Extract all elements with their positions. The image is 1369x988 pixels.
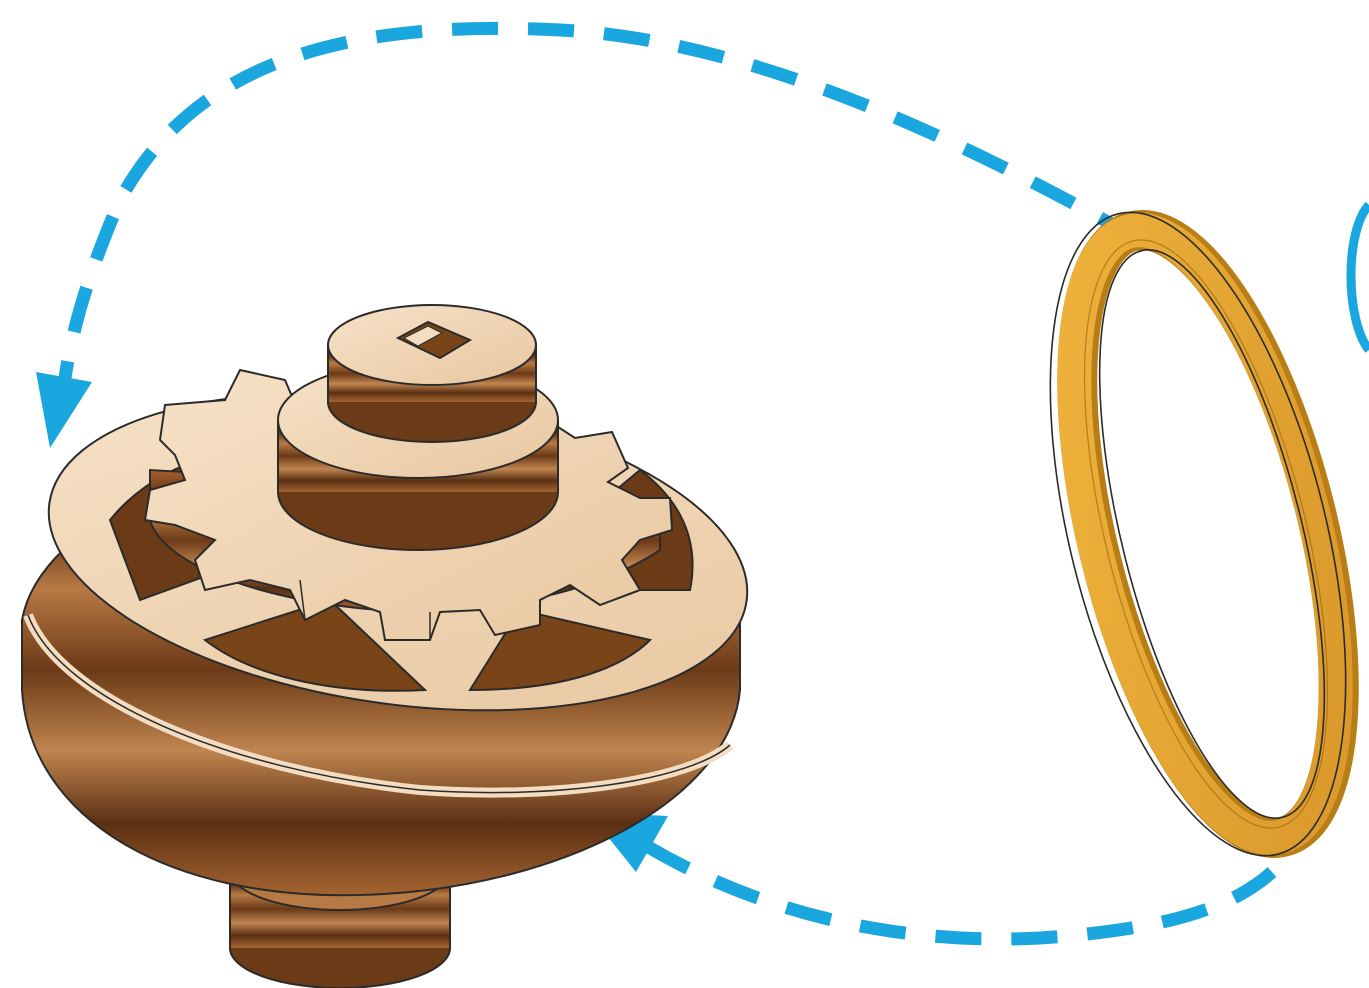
- arrowhead-down-icon: [36, 372, 92, 448]
- loop-arrow-bottom: [588, 812, 1272, 939]
- partial-arc-right: [1351, 205, 1369, 350]
- loop-arrow-top: [36, 28, 1140, 448]
- rubber-band-ring-icon: [994, 183, 1369, 885]
- wooden-gear-pulley-icon: [22, 305, 768, 988]
